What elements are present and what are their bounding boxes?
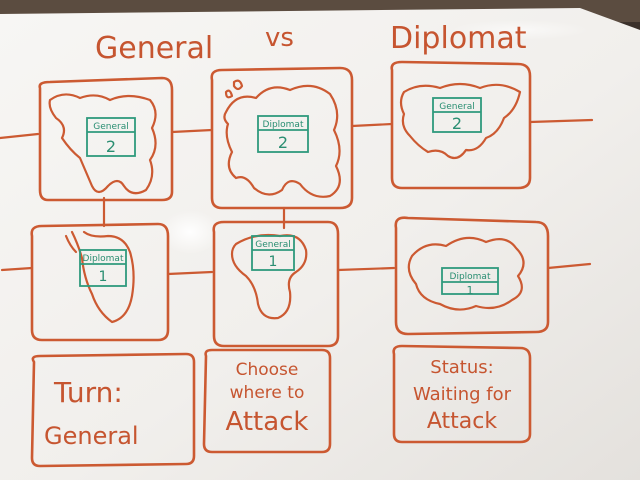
territory-frame [210, 66, 354, 210]
header-left-player: General [95, 31, 213, 66]
turn-value: General [44, 422, 139, 450]
island-mark-2 [224, 89, 234, 99]
unit-card [86, 117, 136, 157]
territory-armies: 1 [99, 269, 108, 285]
coast-mark [64, 234, 78, 254]
territory-shape [230, 233, 308, 320]
connector-t1-t2 [170, 128, 214, 134]
territory-5[interactable]: General 1 [212, 220, 340, 348]
light-glare [160, 210, 220, 254]
unit-card [257, 115, 309, 153]
instruction-line-3: Attack [225, 407, 308, 437]
territory-shape [223, 84, 341, 198]
connector-left-bottom [0, 266, 34, 272]
turn-panel-frame [30, 352, 196, 468]
territory-armies: 2 [106, 137, 116, 156]
map-connectors [0, 118, 594, 276]
territory-armies: 1 [269, 254, 278, 270]
island-mark [232, 79, 244, 91]
turn-panel: Turn: General [30, 352, 196, 468]
territory-owner: General [93, 122, 128, 132]
light-glare-top [450, 20, 590, 40]
territory-2[interactable]: Diplomat 2 [210, 66, 354, 210]
territory-owner: Diplomat [450, 272, 491, 282]
header-vs: vs [265, 23, 294, 53]
territory-3[interactable]: General 2 [390, 60, 532, 190]
territory-owner: Diplomat [83, 254, 124, 264]
territory-armies: 2 [278, 133, 288, 152]
territory-armies: 1 [467, 284, 474, 297]
territory-owner: General [255, 240, 290, 250]
connector-t4-t5 [166, 270, 214, 276]
unit-card [432, 97, 482, 133]
territory-4[interactable]: Diplomat 1 [30, 222, 170, 342]
territory-frame [212, 220, 340, 348]
territory-owner: Diplomat [263, 120, 304, 130]
territory-armies: 2 [452, 114, 462, 133]
connector-t5-t6 [336, 266, 396, 272]
instruction-line-2: where to [230, 383, 305, 403]
connector-t2-t3 [350, 122, 394, 128]
territory-frame [38, 76, 174, 202]
turn-label: Turn: [53, 376, 123, 409]
instruction-panel-frame [202, 348, 332, 454]
territory-shape [70, 230, 135, 324]
status-line-3: Attack [427, 409, 497, 434]
territory-1[interactable]: General 2 [38, 76, 174, 202]
connector-right-bottom [546, 262, 592, 270]
instruction-line-1: Choose [236, 360, 299, 380]
territory-frame [30, 222, 170, 342]
territory-6[interactable]: Diplomat 1 [394, 216, 550, 336]
unit-card [251, 235, 295, 271]
unit-card [79, 249, 127, 287]
board-surface [0, 8, 640, 480]
unit-card [441, 267, 499, 295]
connector-right-top [528, 118, 594, 124]
territory-shape [48, 93, 157, 195]
status-line-2: Waiting for [413, 384, 512, 405]
territory-owner: General [439, 102, 474, 112]
territory-shape [399, 82, 522, 160]
header-right-player: Diplomat [390, 21, 527, 56]
status-line-1: Status: [430, 357, 493, 378]
territory-shape [407, 236, 525, 311]
connector-left-top [0, 132, 40, 140]
territory-frame [390, 60, 532, 190]
status-panel-frame [392, 344, 532, 444]
status-panel: Status: Waiting for Attack [392, 344, 532, 444]
territory-frame [394, 216, 550, 336]
instruction-panel: Choose where to Attack [202, 348, 332, 454]
